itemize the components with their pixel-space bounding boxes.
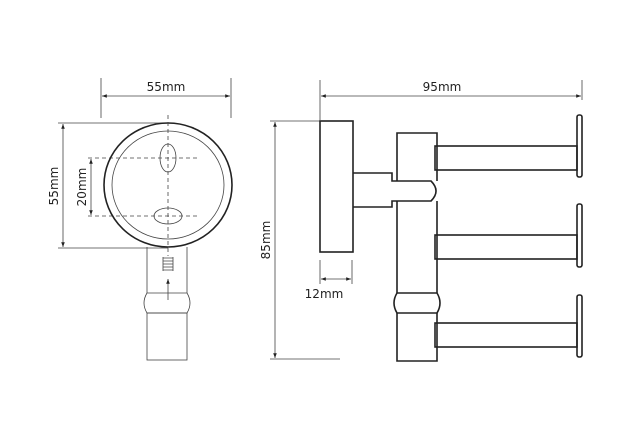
hole-spacing-dimension: 20mm [75,157,200,217]
stem [143,247,191,361]
side-view: 95mm 85mm 12mm [259,80,583,362]
side-height-dimension: 85mm [259,120,340,360]
front-width-label: 55mm [147,80,186,94]
height-dimension: 55mm [47,122,168,249]
wall-plate [319,120,354,253]
plate-thickness-dimension: 12mm [305,260,353,301]
hole-spacing-label: 20mm [75,168,89,207]
arm-2 [434,203,583,268]
plate-thickness-label: 12mm [305,287,344,301]
depth-label: 95mm [423,80,462,94]
arm-1 [434,114,583,178]
column [393,132,441,362]
connector-neck [353,172,437,208]
side-height-label: 85mm [259,221,273,260]
arm-3 [434,294,583,358]
front-view: 55mm 55mm 20mm [47,78,233,361]
width-dimension: 55mm [100,78,232,118]
front-height-label: 55mm [47,167,61,206]
set-screw-icon [162,257,174,271]
depth-dimension: 95mm [319,80,583,120]
swivel-knuckle [393,292,441,314]
